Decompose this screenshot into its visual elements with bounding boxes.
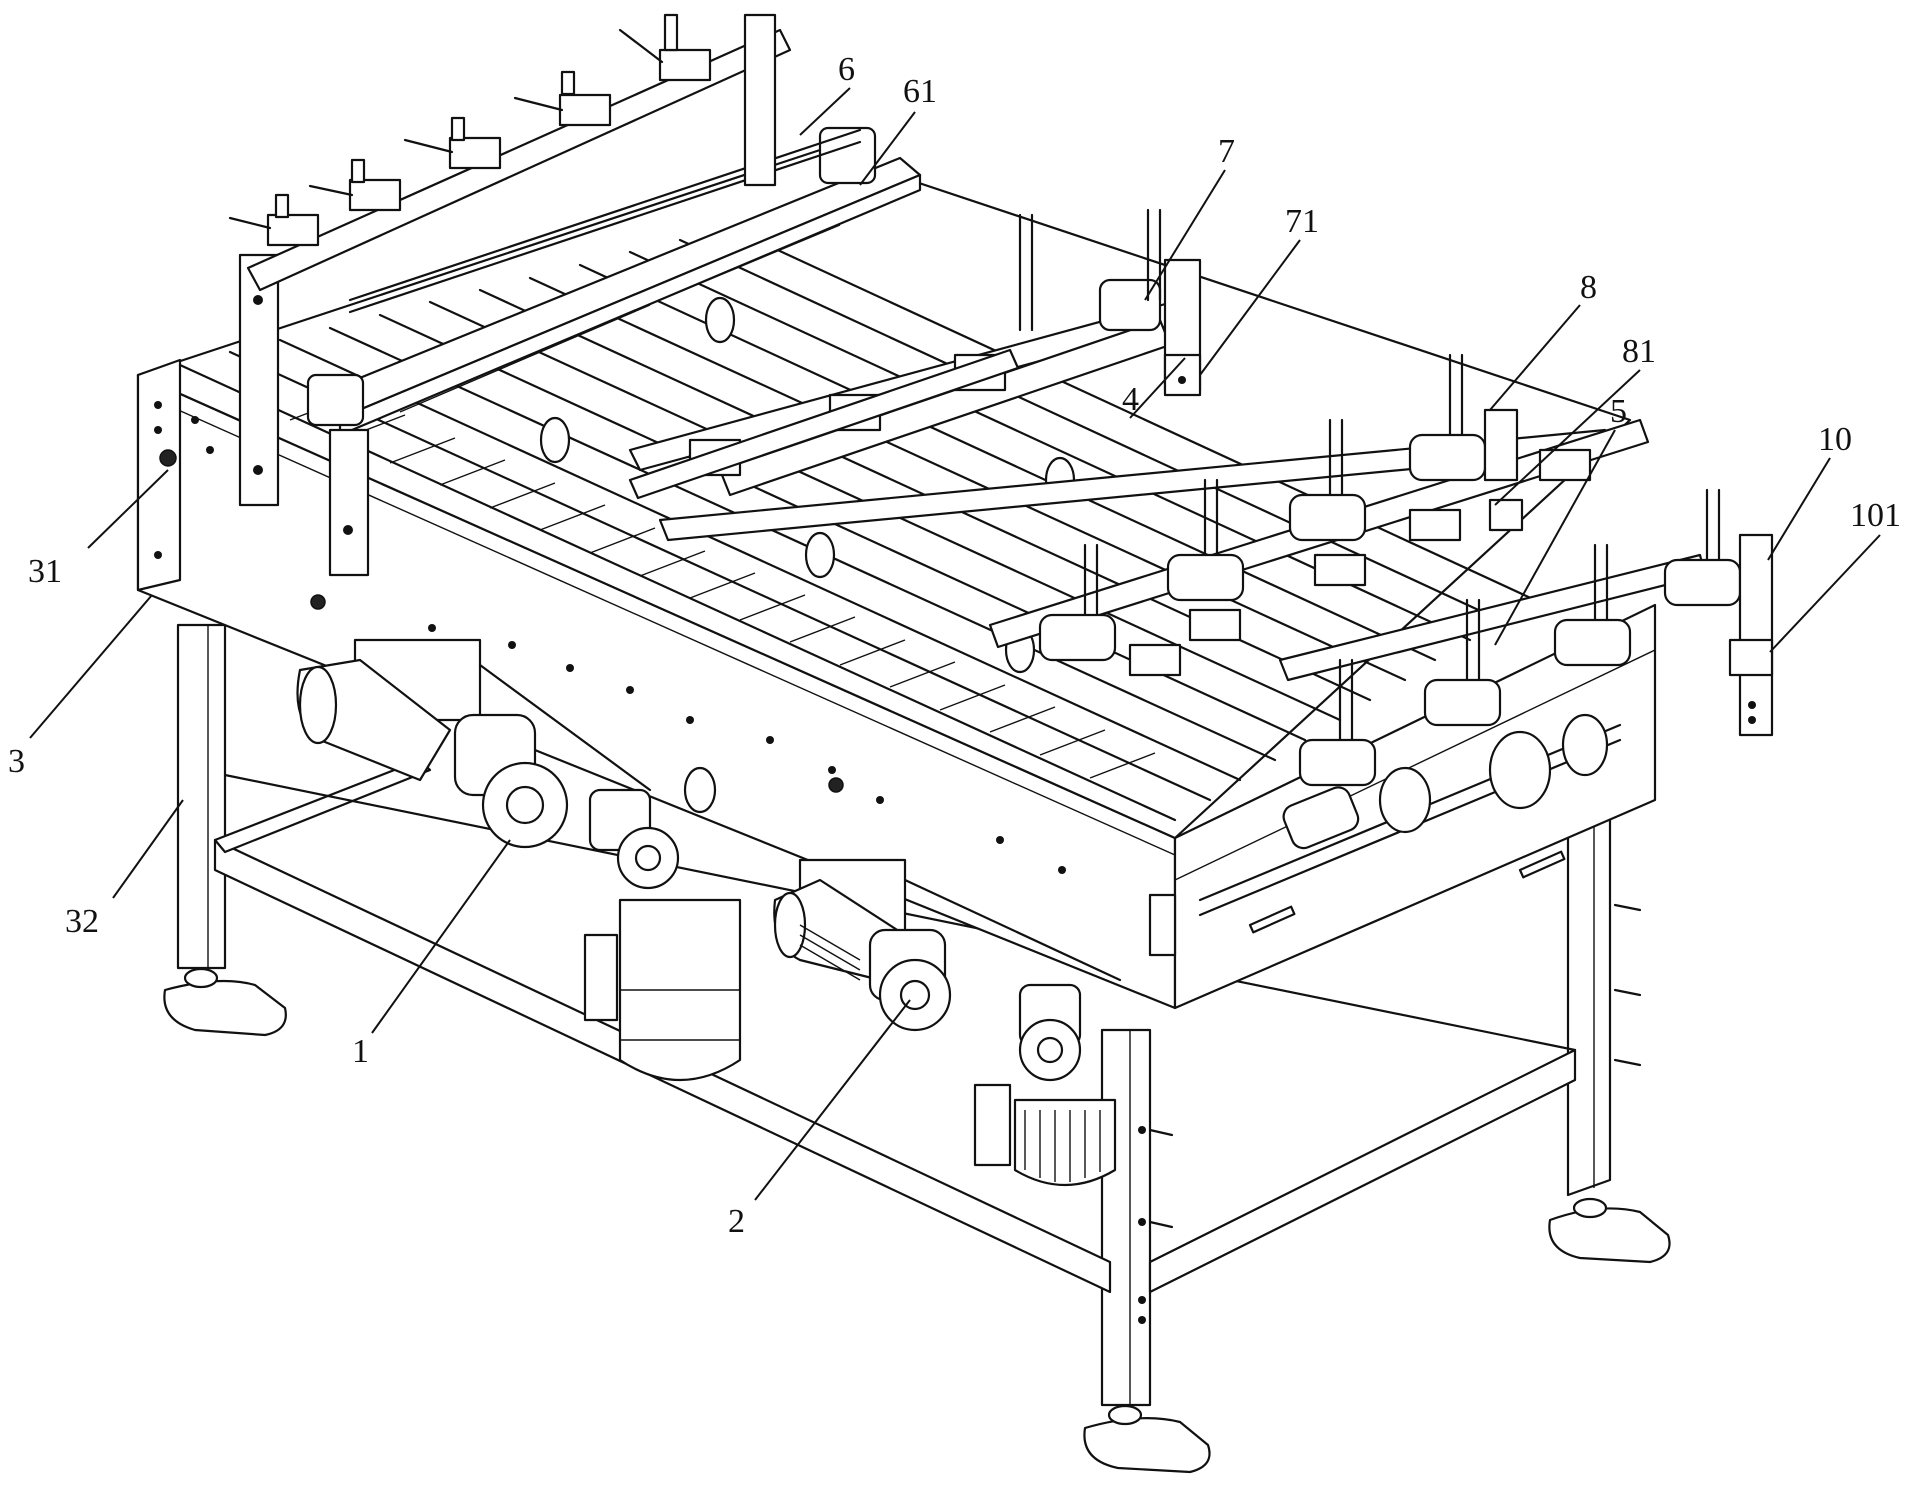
label-7: 7 (1218, 133, 1235, 170)
label-5: 5 (1610, 393, 1627, 430)
label-1: 1 (352, 1033, 369, 1070)
label-6: 6 (838, 51, 855, 88)
label-2: 2 (728, 1203, 745, 1240)
label-61: 61 (903, 73, 937, 110)
label-3: 3 (8, 743, 25, 780)
label-71: 71 (1285, 203, 1319, 240)
label-31: 31 (28, 553, 62, 590)
label-101: 101 (1850, 497, 1901, 534)
label-8: 8 (1580, 269, 1597, 306)
label-10: 10 (1818, 421, 1852, 458)
label-81: 81 (1622, 333, 1656, 370)
label-32: 32 (65, 903, 99, 940)
label-4: 4 (1122, 381, 1139, 418)
